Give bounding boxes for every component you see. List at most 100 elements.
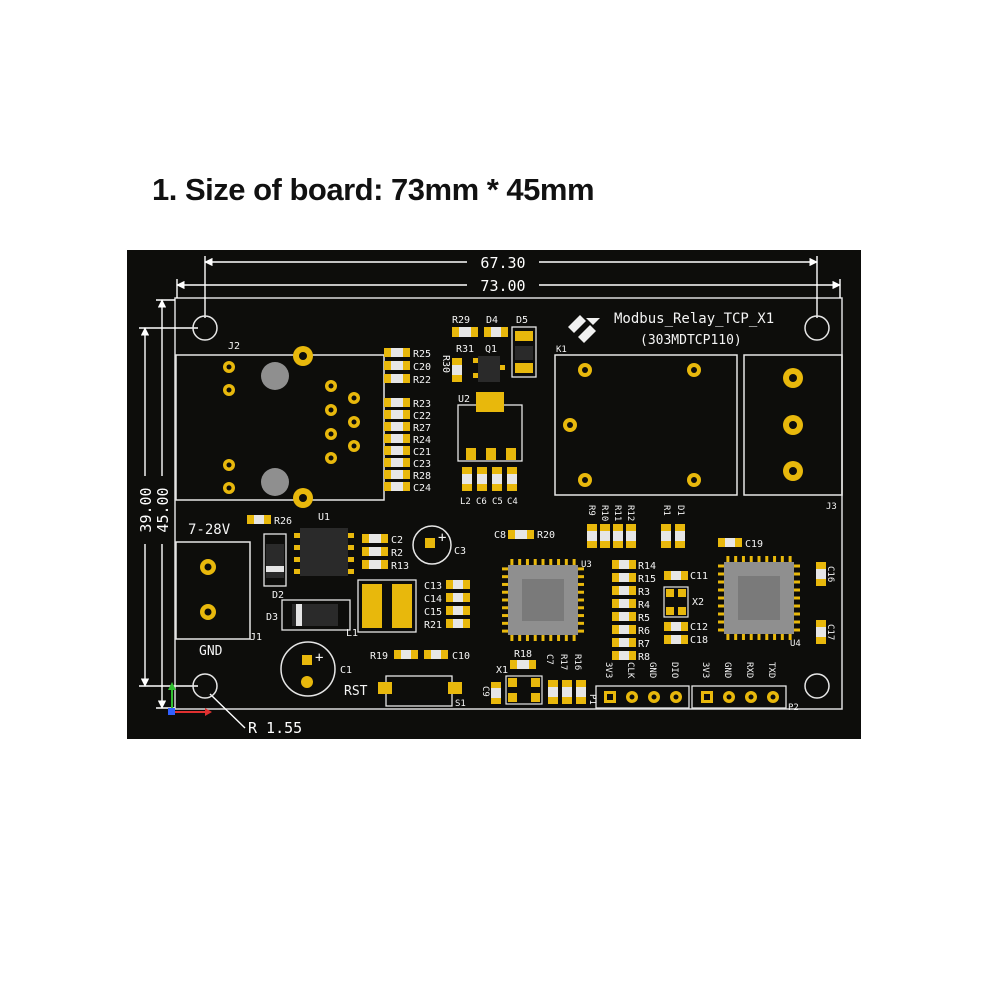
- label-c4: C4: [507, 497, 518, 507]
- label-j3: J3: [826, 502, 837, 512]
- label-r20: R20: [537, 530, 555, 541]
- board-model: (303MDTCP110): [640, 333, 742, 348]
- dimension-hole-radius: R 1.55: [248, 719, 302, 737]
- label-c9: C9: [480, 686, 490, 697]
- logo-icon: [568, 315, 600, 343]
- label-c17: C17: [825, 624, 835, 640]
- label-r26: R26: [274, 516, 292, 527]
- label-u2: U2: [458, 394, 470, 405]
- reset-button: [378, 675, 462, 707]
- label-c13: C13: [424, 581, 442, 592]
- label-d1: D1: [675, 505, 685, 516]
- label-c10: C10: [452, 651, 470, 662]
- axis-origin-icon: [168, 682, 212, 716]
- pin-label-p2-2: GND: [722, 662, 732, 678]
- mounting-hole: [192, 673, 218, 699]
- label-d5: D5: [516, 315, 528, 326]
- label-r22: R22: [413, 375, 431, 386]
- label-r1: R1: [661, 505, 671, 516]
- label-r9: R9: [586, 505, 596, 516]
- label-c21: C21: [413, 447, 431, 458]
- label-r11: R11: [612, 505, 622, 521]
- chip-u3: [508, 565, 578, 635]
- label-u4: U4: [790, 639, 801, 649]
- resistor-column-u3: [612, 560, 636, 660]
- label-r23: R23: [413, 399, 431, 410]
- label-x2: X2: [692, 597, 704, 608]
- crystal-x2: [663, 586, 689, 618]
- label-c22: C22: [413, 411, 431, 422]
- chip-u3-pins: [502, 559, 584, 641]
- chip-u4: [724, 562, 794, 634]
- dimension-width-inner: 67.30: [480, 254, 525, 272]
- label-r15: R15: [638, 574, 656, 585]
- label-r27: R27: [413, 423, 431, 434]
- ground-label: GND: [199, 644, 223, 659]
- dimension-width-outer: 73.00: [480, 277, 525, 295]
- label-c12: C12: [690, 622, 708, 633]
- diode-d2: [263, 533, 287, 587]
- label-c8: C8: [494, 530, 506, 541]
- board-title: Modbus_Relay_TCP_X1: [614, 311, 774, 327]
- label-c20: C20: [413, 362, 431, 373]
- resistor-row-u3-top: [587, 524, 636, 548]
- capacitor-column-l1: [446, 580, 470, 628]
- mounting-hole: [804, 673, 830, 699]
- label-r13: R13: [391, 561, 409, 572]
- label-r10: R10: [599, 505, 609, 521]
- chip-u1: [294, 528, 354, 576]
- label-c11: C11: [690, 571, 708, 582]
- header-p2: [691, 685, 787, 709]
- label-u1: U1: [318, 512, 330, 523]
- label-r24: R24: [413, 435, 431, 446]
- pin-label-p2-3: RXD: [744, 662, 754, 678]
- label-c15: C15: [424, 607, 442, 618]
- power-terminal: [175, 541, 251, 640]
- resistor-column-left-top: [384, 348, 410, 383]
- pin-label-p1-1: 3V3: [603, 662, 613, 678]
- terminal-j3: [743, 354, 843, 496]
- label-c7: C7: [544, 654, 554, 665]
- label-r28: R28: [413, 471, 431, 482]
- mounting-hole: [192, 315, 218, 341]
- label-l1: L1: [346, 628, 358, 639]
- label-r16: R16: [572, 654, 582, 670]
- label-c16: C16: [825, 566, 835, 582]
- pin-label-p1-3: GND: [647, 662, 657, 678]
- label-r31: R31: [456, 344, 474, 355]
- label-p1: P1: [587, 694, 597, 705]
- label-d4: D4: [486, 315, 498, 326]
- label-l2: L2: [460, 497, 471, 507]
- label-r14: R14: [638, 561, 656, 572]
- pin-label-p2-4: TXD: [766, 662, 776, 678]
- page-title: 1. Size of board: 73mm * 45mm: [152, 172, 595, 207]
- label-p2: P2: [788, 703, 799, 713]
- label-r12: R12: [625, 505, 635, 521]
- header-p1: [595, 685, 690, 709]
- inductor-l1: [357, 579, 417, 633]
- resistor-column-left-mid: [384, 398, 410, 491]
- svg-text:+: +: [438, 530, 446, 546]
- label-u3: U3: [581, 560, 592, 570]
- label-r2: R2: [391, 548, 403, 559]
- board-outline: [174, 297, 843, 710]
- rj45-jack: [175, 346, 385, 508]
- label-c14: C14: [424, 594, 442, 605]
- label-d3: D3: [266, 612, 278, 623]
- dimension-height-inner: 39.00: [137, 487, 155, 532]
- pin-label-p1-4: DIO: [669, 662, 679, 678]
- reset-label: RST: [344, 684, 368, 699]
- resistor-column-u1: [362, 534, 388, 569]
- label-r19: R19: [370, 651, 388, 662]
- capacitor-c3: +: [412, 525, 452, 565]
- label-k1: K1: [556, 345, 567, 355]
- power-label: 7-28V: [188, 522, 231, 538]
- crystal-x1: [505, 675, 543, 705]
- label-c2: C2: [391, 535, 403, 546]
- capacitor-row-u2: [462, 467, 517, 491]
- label-r8: R8: [638, 652, 650, 663]
- label-x1: X1: [496, 665, 508, 676]
- pin-label-p2-1: 3V3: [700, 662, 710, 678]
- label-c6: C6: [476, 497, 487, 507]
